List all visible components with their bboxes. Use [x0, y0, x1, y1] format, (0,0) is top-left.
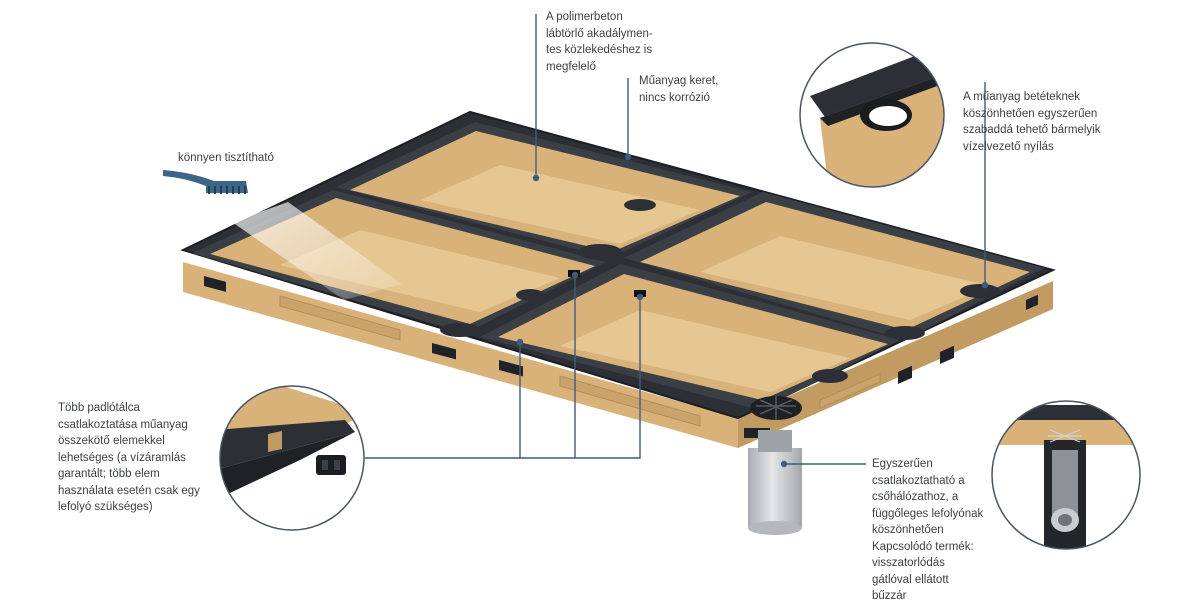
label-multiple-trays: Több padlótálca csatlakoztatása műanyag … — [58, 402, 200, 513]
label-plastic-frame: Műanyag keret, nincs korrózió — [639, 75, 719, 104]
zoom-vertical-drain-detail — [991, 400, 1141, 550]
tray-cell-right — [624, 192, 1044, 340]
side-vents — [204, 276, 1038, 438]
zoom-connector-detail — [219, 385, 365, 531]
outlet-hole-icon — [860, 99, 912, 131]
drain-icon — [748, 396, 802, 535]
tray-cell-back — [336, 122, 752, 258]
tray-right-side — [738, 281, 1053, 448]
tray-cell-front — [480, 264, 900, 410]
brush-icon — [163, 170, 248, 194]
label-easy-clean: könnyen tisztítható — [178, 152, 274, 164]
leader-lines — [365, 14, 989, 468]
floor-tray-assembly — [180, 110, 1056, 535]
label-easy-connect: Egyszerűen csatlakoztatható a csőhálózat… — [872, 458, 984, 602]
glossy-highlight — [232, 202, 402, 300]
connector-icon — [316, 455, 346, 475]
label-polymer-concrete: A polimerbeton lábtörlő akadálymen- tes … — [546, 11, 653, 73]
vertical-drain-icon — [1044, 429, 1086, 549]
label-plastic-insert: A műanyag betéteknek köszönhetően egysze… — [963, 91, 1101, 153]
